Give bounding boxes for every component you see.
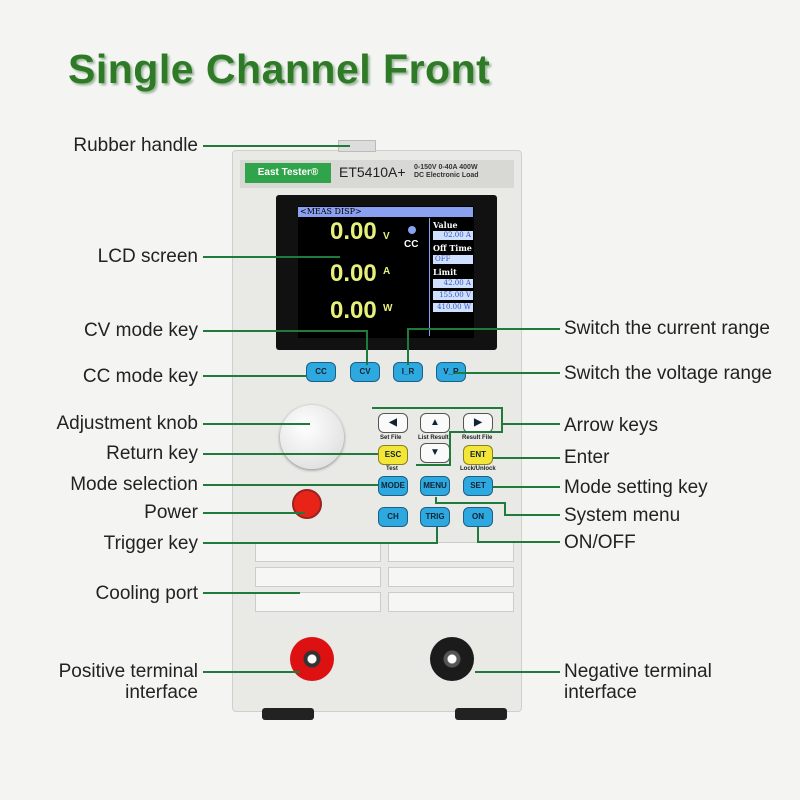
mode-indicator: CC	[404, 239, 419, 250]
page-title: Single Channel Front	[68, 46, 491, 92]
callout-positive-terminal: Positive terminal	[58, 661, 198, 682]
ent-key[interactable]: ENT	[463, 445, 493, 465]
callout-mode-setting-key: Mode setting key	[564, 477, 708, 498]
callout-negative-terminal: Negative terminal	[564, 661, 712, 682]
callout-on-off: ON/OFF	[564, 532, 636, 553]
cv-key[interactable]: CV	[350, 362, 380, 382]
leader-line	[477, 527, 560, 543]
leader-line	[203, 527, 438, 544]
up-arrow-key[interactable]: ▲	[420, 413, 450, 433]
test-label: Test	[386, 466, 398, 472]
cooling-vent	[255, 592, 381, 612]
callout-cooling-port: Cooling port	[95, 583, 198, 604]
leader-line	[203, 330, 368, 365]
power-reading: 0.00	[330, 297, 377, 324]
mode-key[interactable]: MODE	[378, 476, 408, 496]
callout-return-key: Return key	[106, 443, 198, 464]
lcd-display	[298, 206, 474, 338]
trig-key[interactable]: TRIG	[420, 507, 450, 527]
callout-cc-mode-key: CC mode key	[82, 366, 198, 387]
callout-rubber-handle: Rubber handle	[73, 135, 198, 156]
callout-cv-mode-key: CV mode key	[83, 320, 198, 341]
voltage-reading: 0.00	[330, 218, 377, 245]
value-label: Value	[433, 220, 458, 230]
callout-power: Power	[144, 502, 198, 523]
spec-line-2: DC Electronic Load	[414, 172, 479, 179]
callout-current-range: Switch the current range	[564, 318, 770, 339]
off-time-field: OFF	[433, 255, 473, 264]
limit-power-field: 410.00 W	[433, 303, 473, 312]
lcd-header: <MEAS DISP>	[298, 207, 473, 217]
limit-label: Limit	[433, 267, 457, 277]
menu-key[interactable]: MENU	[420, 476, 450, 496]
voltage-unit: V	[383, 231, 390, 242]
cooling-vent	[388, 542, 514, 562]
leader-line	[372, 407, 503, 466]
model-name: ET5410A+	[339, 164, 406, 180]
ch-key[interactable]: CH	[378, 507, 408, 527]
limit-voltage-field: 155.00 V	[433, 291, 473, 300]
leader-line	[407, 328, 560, 365]
set-key[interactable]: SET	[463, 476, 493, 496]
spec-line-1: 0-150V 0-40A 400W	[414, 164, 478, 171]
result-file-label: Result File	[462, 435, 493, 441]
cooling-vent	[388, 592, 514, 612]
off-time-label: Off Time	[433, 243, 472, 253]
limit-current-field: 42.00 A	[433, 279, 473, 288]
lcd-divider	[429, 218, 430, 336]
positive-terminal[interactable]	[290, 637, 334, 681]
callout-adjustment-knob: Adjustment knob	[56, 413, 198, 434]
callout-voltage-range: Switch the voltage range	[564, 363, 773, 384]
lock-unlock-label: Lock/Unlock	[460, 466, 496, 472]
callout-lcd-screen: LCD screen	[97, 246, 198, 267]
list-result-label: List Result	[418, 435, 449, 441]
leader-line	[435, 497, 560, 516]
status-dot-icon	[408, 226, 416, 234]
current-unit: A	[383, 266, 391, 277]
callout-trigger-key: Trigger key	[103, 533, 198, 554]
callout-system-menu: System menu	[564, 505, 681, 526]
power-unit: W	[383, 303, 393, 314]
device-foot	[455, 708, 507, 720]
callout-positive-terminal-line2: interface	[125, 682, 198, 703]
callout-negative-terminal-line2: interface	[564, 682, 637, 703]
brand-logo: East Tester®	[245, 163, 331, 183]
cc-key[interactable]: CC	[306, 362, 336, 382]
on-off-key[interactable]: ON	[463, 507, 493, 527]
device-foot	[262, 708, 314, 720]
adjustment-knob[interactable]	[280, 405, 344, 469]
callout-enter: Enter	[564, 447, 610, 468]
value-field: 02.00 A	[433, 231, 473, 240]
set-file-label: Set File	[380, 435, 402, 441]
negative-terminal[interactable]	[430, 637, 474, 681]
esc-key[interactable]: ESC	[378, 445, 408, 465]
cooling-vent	[255, 567, 381, 587]
cooling-vent	[388, 567, 514, 587]
callout-mode-selection: Mode selection	[70, 474, 198, 495]
callout-arrow-keys: Arrow keys	[564, 415, 658, 436]
current-reading: 0.00	[330, 260, 377, 287]
left-arrow-key[interactable]: ◀	[378, 413, 408, 433]
